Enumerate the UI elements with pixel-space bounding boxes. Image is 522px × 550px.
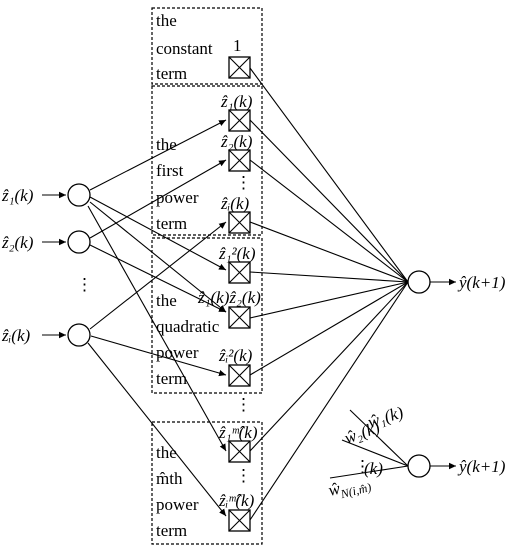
legend-output-label: ŷ(k+1) (457, 457, 506, 476)
output-line (249, 281, 409, 452)
group-text: the (156, 291, 177, 310)
term-cell-z1 (228, 109, 251, 132)
term-cell-constant (228, 56, 251, 79)
term-cell-z1-mth (228, 440, 251, 463)
ellipsis-inputs: ⋮ (76, 275, 93, 294)
group-text: power (156, 495, 199, 514)
constant-term-box (151, 7, 263, 85)
term-cell-zi (228, 211, 251, 234)
output-line (249, 281, 409, 376)
legend-wn-label: ŵ (326, 479, 342, 500)
term-label-z1z2: ẑ₁(k)ẑ₂(k) (197, 288, 261, 307)
output-line (249, 271, 409, 283)
term-label-zi-mth: ẑᵢᵐ̂(k) (218, 491, 255, 510)
input-labels: ẑ₁(k) ẑ₂(k) ⋮ ẑᵢ(k) (1, 186, 93, 345)
term-cell-z2 (228, 149, 251, 172)
first-power-term-box (151, 85, 263, 236)
legend-node (407, 454, 431, 478)
term-labels: 1 ẑ₁(k) ẑ₂(k) ⋮ ẑᵢ(k) ẑ₁²(k) ẑ₁(k)ẑ₂(k) … (197, 36, 261, 510)
input-label-zi: ẑᵢ(k) (1, 326, 31, 345)
term-cell-z1-squared (228, 261, 251, 284)
first-power-term-label: the first power term (156, 135, 199, 233)
group-text: m̂th (156, 469, 183, 488)
mth-power-term-label: the m̂th power term (156, 443, 199, 540)
ellipsis-mth: ⋮ (235, 466, 252, 485)
term-cell-zi-mth (228, 509, 251, 532)
term-label-z1-squared: ẑ₁²(k) (218, 244, 256, 263)
output-node (407, 270, 431, 294)
connection-arrow (89, 221, 227, 330)
term-label-z1: ẑ₁(k) (220, 92, 253, 111)
term-cell-z1z2 (228, 306, 251, 329)
connection-arrow (87, 342, 227, 517)
term-label-zi: ẑᵢ(k) (220, 194, 250, 213)
output-line (249, 159, 409, 283)
output-line (249, 67, 409, 283)
constant-term-label: the constant term (156, 11, 213, 83)
legend-line-w1 (349, 409, 409, 467)
connection-arrow (89, 119, 227, 191)
connection-arrow (89, 159, 227, 239)
ellipsis-between-groups: ⋮ (235, 395, 252, 414)
group-text: the (156, 11, 177, 30)
group-text: power (156, 343, 199, 362)
input-node-1 (67, 183, 91, 207)
output-line (249, 281, 409, 521)
connection-arrow (87, 205, 227, 452)
mth-power-term-box (151, 421, 263, 545)
output-connections (249, 67, 409, 521)
output-line (249, 281, 409, 319)
connection-arrow (90, 335, 227, 377)
term-cells (228, 56, 251, 532)
term-label-z2: ẑ₂(k) (220, 132, 253, 151)
input-node-i (67, 323, 91, 347)
group-text: the (156, 135, 177, 154)
connection-arrow (89, 201, 227, 313)
group-text: term (156, 64, 187, 83)
legend-line-w2 (341, 439, 409, 467)
legend-ellipsis: ⋮ (354, 457, 371, 476)
legend-wn-k-label: (k) (364, 459, 383, 478)
output-label: ŷ(k+1) (457, 273, 506, 292)
group-text: constant (156, 39, 213, 58)
output-line (249, 119, 409, 283)
quadratic-power-term-label: the quadratic power term (156, 291, 220, 388)
legend-wn-subscript: N(i,m̂) (338, 480, 372, 501)
connection-arrow (89, 196, 227, 271)
input-connections (87, 119, 227, 517)
input-label-z2: ẑ₂(k) (1, 233, 34, 252)
group-text: term (156, 369, 187, 388)
term-label-z1-mth: ẑ₁ᵐ̂(k) (218, 423, 258, 442)
group-text: first (156, 161, 184, 180)
group-text: term (156, 521, 187, 540)
legend-line-wn (329, 465, 409, 479)
connection-arrow (89, 244, 227, 313)
output-line (249, 221, 409, 283)
input-label-z1: ẑ₁(k) (1, 186, 34, 205)
group-text: term (156, 214, 187, 233)
term-label-constant: 1 (233, 36, 242, 55)
group-text: the (156, 443, 177, 462)
input-node-2 (67, 230, 91, 254)
term-cell-zi-squared (228, 364, 251, 387)
group-text: quadratic (156, 317, 220, 336)
ellipsis-first: ⋮ (235, 173, 252, 192)
legend-w2-label: ŵ₂(k) (342, 417, 383, 447)
term-label-zi-squared: ẑᵢ²(k) (218, 346, 253, 365)
group-text: power (156, 188, 199, 207)
weight-legend: ŷ(k+1) ŵ₁(k) ŵ₂(k) ⋮ (k) ŵ N(i,m̂) (326, 402, 506, 501)
